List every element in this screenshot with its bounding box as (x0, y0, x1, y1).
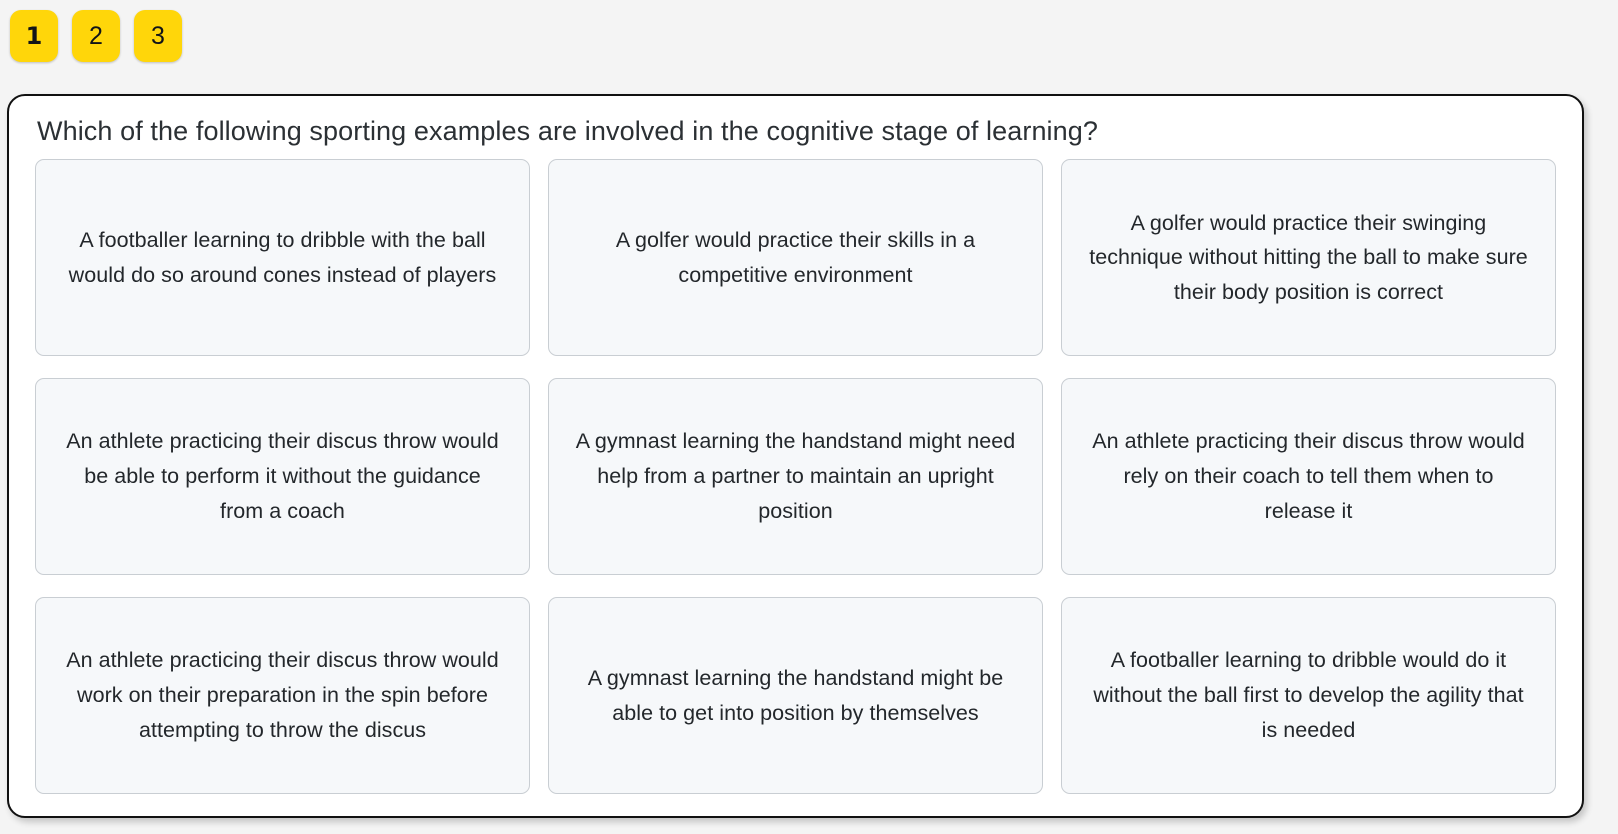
question-tab-strip: 1 2 3 (10, 10, 182, 62)
answer-option-1-label: A footballer learning to dribble with th… (68, 227, 497, 287)
answer-option-9-label: A footballer learning to dribble would d… (1093, 648, 1524, 742)
tab-question-3-label: 3 (151, 21, 165, 50)
tab-question-3[interactable]: 3 (134, 10, 182, 62)
answer-option-3-label: A golfer would practice their swinging t… (1089, 210, 1528, 305)
answer-option-7-label: An athlete practicing their discus throw… (66, 648, 499, 742)
tab-question-2[interactable]: 2 (72, 10, 120, 62)
tab-question-1[interactable]: 1 (10, 10, 58, 62)
answer-option-2-label: A golfer would practice their skills in … (615, 227, 976, 287)
question-prompt: Which of the following sporting examples… (37, 116, 1099, 146)
answer-option-8-label: A gymnast learning the handstand might b… (587, 665, 1004, 725)
tab-question-2-label: 2 (89, 21, 103, 50)
answer-option-6-label: An athlete practicing their discus throw… (1092, 429, 1525, 524)
question-panel: Which of the following sporting examples… (7, 94, 1584, 818)
answer-option-8[interactable]: A gymnast learning the handstand might b… (548, 597, 1043, 794)
answer-options-grid: A footballer learning to dribble with th… (35, 159, 1556, 794)
answer-option-3[interactable]: A golfer would practice their swinging t… (1061, 159, 1556, 357)
answer-option-5[interactable]: A gymnast learning the handstand might n… (548, 378, 1043, 576)
tab-question-1-label: 1 (25, 22, 43, 50)
answer-option-5-label: A gymnast learning the handstand might n… (575, 429, 1016, 524)
answer-option-6[interactable]: An athlete practicing their discus throw… (1061, 378, 1556, 576)
answer-option-2[interactable]: A golfer would practice their skills in … (548, 159, 1043, 357)
answer-option-4-label: An athlete practicing their discus throw… (66, 429, 499, 524)
answer-option-1[interactable]: A footballer learning to dribble with th… (35, 159, 530, 357)
answer-option-4[interactable]: An athlete practicing their discus throw… (35, 378, 530, 576)
answer-option-7[interactable]: An athlete practicing their discus throw… (35, 597, 530, 794)
answer-option-9[interactable]: A footballer learning to dribble would d… (1061, 597, 1556, 794)
